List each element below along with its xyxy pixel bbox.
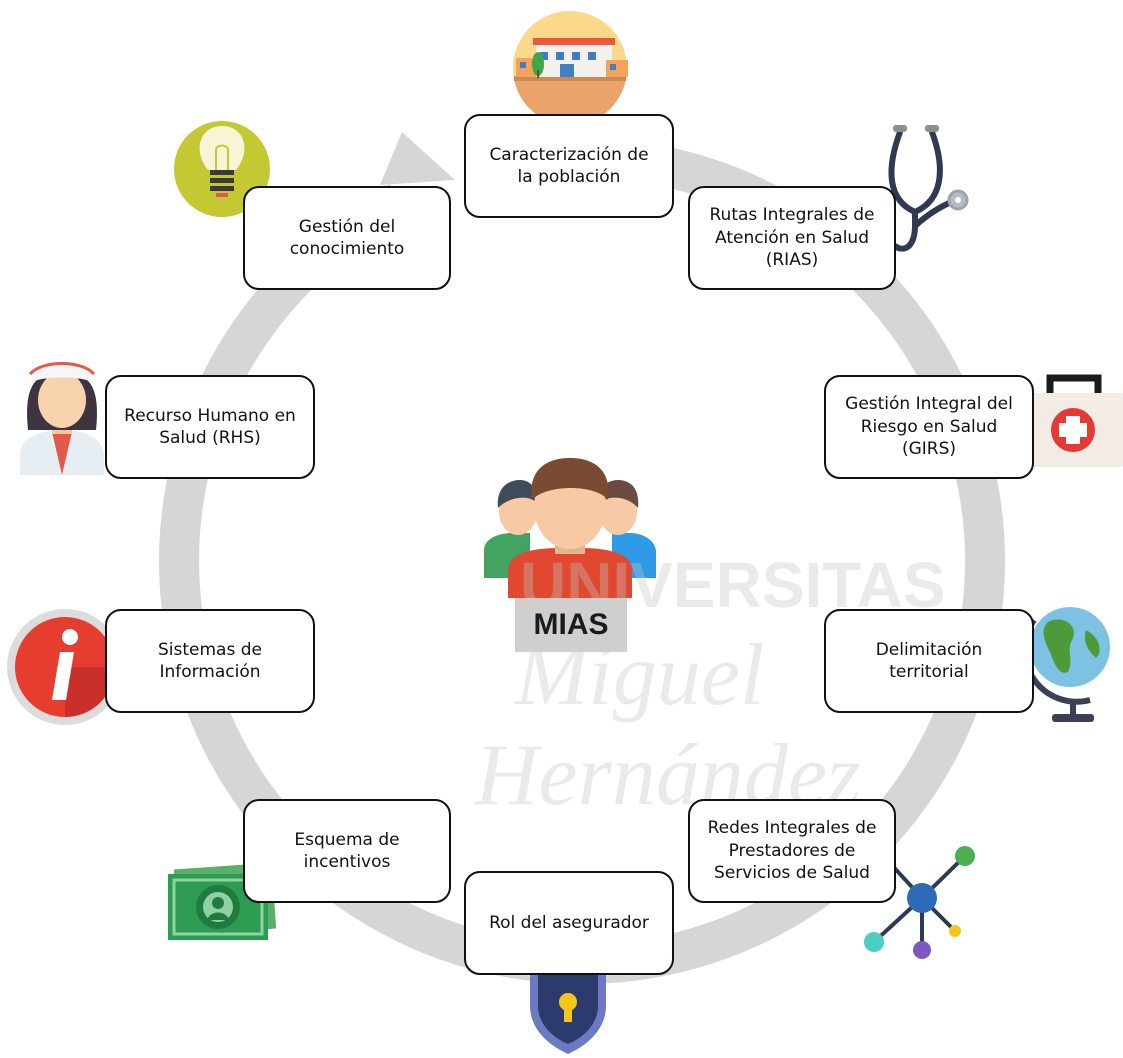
box-incentivos: Esquema de incentivos [243,799,451,903]
box-girs: Gestión Integral del Riesgo en Salud (GI… [824,375,1034,479]
box-label: Caracterización de la población [489,144,649,187]
box-label: Rutas Integrales de Atención en Salud (R… [709,205,875,271]
first-aid-kit-icon [1018,374,1123,467]
box-label: Delimitación territorial [875,639,983,682]
nurse-icon [20,362,104,475]
network-icon [864,846,975,959]
center-label: MIAS [515,598,627,652]
box-rias: Rutas Integrales de Atención en Salud (R… [688,186,896,290]
box-caracterizacion: Caracterización de la población [464,114,674,218]
box-rhs: Recurso Humano en Salud (RHS) [105,375,315,479]
town-icon [513,11,628,126]
box-redes: Redes Integrales de Prestadores de Servi… [688,799,896,903]
box-label: Sistemas de Información [158,639,262,682]
globe-icon [1021,607,1110,722]
box-asegurador: Rol del asegurador [464,871,674,975]
stethoscope-icon [883,125,969,252]
box-label: Redes Integrales de Prestadores de Servi… [707,818,877,884]
box-label: Recurso Humano en Salud (RHS) [124,405,296,448]
box-label: Rol del asegurador [489,912,649,933]
box-delimitacion: Delimitación territorial [824,609,1034,713]
box-sistemas: Sistemas de Información [105,609,315,713]
box-conocimiento: Gestión del conocimiento [243,186,451,290]
center-label-text: MIAS [533,608,609,641]
box-label: Esquema de incentivos [294,829,400,872]
info-icon [7,609,123,725]
people-group-icon [484,458,656,598]
box-label: Gestión Integral del Riesgo en Salud (GI… [845,394,1013,460]
box-label: Gestión del conocimiento [289,216,405,259]
